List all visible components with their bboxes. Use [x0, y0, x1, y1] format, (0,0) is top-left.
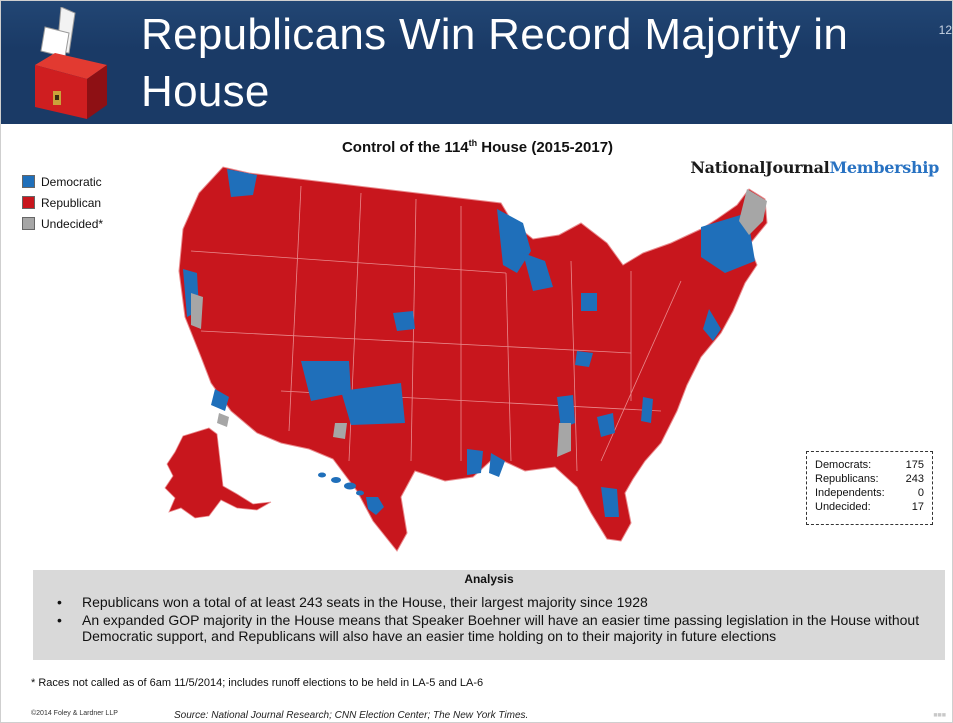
legend-label: Undecided* — [41, 216, 104, 231]
totals-row-independents: Independents:0 — [815, 487, 924, 499]
source-citation: Source: National Journal Research; CNN E… — [174, 710, 529, 721]
hawaii-shape — [318, 472, 384, 515]
map-title: Control of the 114th House (2015-2017) — [341, 138, 614, 156]
totals-row-undecided: Undecided:17 — [815, 501, 924, 513]
us-house-map — [178, 166, 768, 552]
legend-swatch-democratic — [22, 175, 35, 188]
totals-row-republicans: Republicans:243 — [815, 473, 924, 485]
analysis-bullets: Republicans won a total of at least 243 … — [57, 594, 947, 646]
legend-item-democratic: Democratic — [22, 171, 103, 192]
legend-label: Democratic — [41, 174, 102, 189]
legend-label: Republican — [41, 195, 102, 210]
corner-logo-icon: ■■■ — [933, 712, 946, 719]
header-gradient — [1, 1, 952, 49]
seat-totals-box: Democrats:175 Republicans:243 Independen… — [806, 451, 933, 525]
slide-number: 12 — [938, 23, 952, 37]
copyright: ©2014 Foley & Lardner LLP — [31, 710, 118, 717]
totals-row-democrats: Democrats:175 — [815, 459, 924, 471]
analysis-bullet: Republicans won a total of at least 243 … — [57, 594, 947, 610]
analysis-panel: Analysis Republicans won a total of at l… — [33, 570, 945, 660]
contiguous-us-shape — [178, 166, 768, 552]
analysis-title: Analysis — [464, 572, 514, 586]
legend-item-republican: Republican — [22, 192, 103, 213]
national-journal-logo: NationalJournalMembership — [690, 158, 939, 177]
alaska-shape — [164, 427, 272, 519]
legend-swatch-undecided — [22, 217, 35, 230]
legend-item-undecided: Undecided* — [22, 213, 103, 234]
map-legend: Democratic Republican Undecided* — [22, 171, 103, 234]
undecided-districts — [191, 189, 767, 457]
slide-title-line-1: Republicans Win Record Majority in — [141, 10, 849, 59]
slide-header: Republicans Win Record Majority in House… — [1, 1, 952, 124]
analysis-bullet: An expanded GOP majority in the House me… — [57, 612, 947, 644]
slide-title-line-2: House — [141, 67, 270, 116]
ballot-box-icon — [35, 7, 107, 119]
footnote: * Races not called as of 6am 11/5/2014; … — [31, 677, 484, 689]
legend-swatch-republican — [22, 196, 35, 209]
